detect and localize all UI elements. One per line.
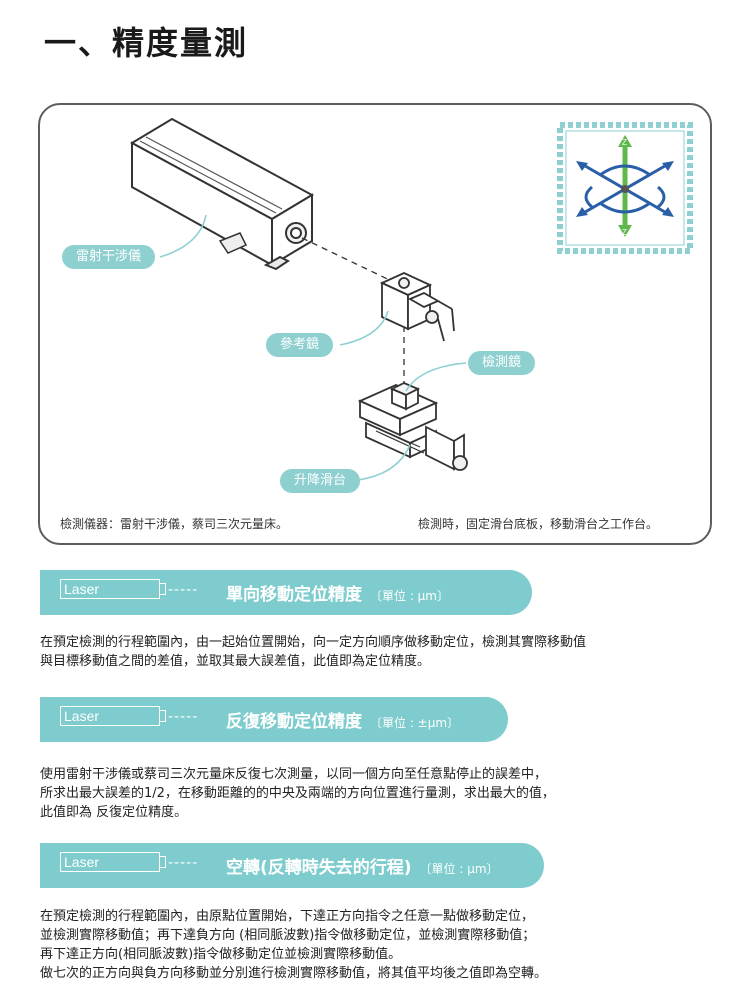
section-title: 空轉(反轉時失去的行程) 〔單位 : μm〕 (226, 853, 499, 878)
svg-text:Z: Z (622, 138, 627, 147)
section-paragraph-1: 在預定檢測的行程範圍內，由一起始位置開始，向一定方向順序做移動定位，檢測其實際移… (40, 633, 720, 671)
paragraph-line: 在預定檢測的行程範圍內，由原點位置開始，下達正方向指令之任意一點做移動定位， (40, 909, 535, 924)
page-title: 一、精度量測 (44, 24, 249, 62)
paragraph-line: 在預定檢測的行程範圍內，由一起始位置開始，向一定方向順序做移動定位，檢測其實際移… (40, 635, 587, 650)
lift-slide-drawing (357, 382, 468, 471)
setup-illustration: Z Z (129, 117, 693, 482)
procedure-note: 檢測時，固定滑台底板，移動滑台之工作台。 (418, 517, 659, 531)
laser-tab-shape (160, 583, 166, 595)
section-title-text: 空轉(反轉時失去的行程) (226, 858, 412, 878)
section-title: 反復移動定位精度〔單位 : ±μm〕 (226, 707, 459, 732)
section-unit: 〔單位 : μm〕 (419, 862, 499, 876)
beam-dashes: ----- (168, 709, 199, 725)
section-title-text: 單向移動定位精度 (226, 585, 362, 605)
section-unit: 〔單位 : ±μm〕 (370, 716, 460, 730)
instrument-note: 檢測儀器：雷射干涉儀，蔡司三次元量床。 (60, 517, 289, 531)
reference-mirror-drawing (379, 272, 455, 342)
beam-dashes: ----- (168, 582, 199, 598)
section-paragraph-3: 在預定檢測的行程範圍內，由原點位置開始，下達正方向指令之任意一點做移動定位， 並… (40, 907, 720, 983)
paragraph-line: 所求出最大誤差的1/2，在移動距離的的中央及兩端的方向位置進行量測，求出最大的值… (40, 786, 555, 801)
section-banner-3: Laser ----- 空轉(反轉時失去的行程) 〔單位 : μm〕 (40, 843, 544, 888)
reference-mirror-label: 參考鏡 (266, 333, 334, 357)
lift-slide-label: 升降滑台 (280, 469, 361, 493)
measurement-setup-figure: Z Z 雷射干涉儀 參考鏡 檢測鏡 升降滑台 檢測儀器：雷射干涉儀，蔡司三次元量… (38, 103, 712, 545)
laser-icon (60, 579, 160, 599)
measure-mirror-leader-line (405, 362, 467, 392)
paragraph-line: 此值即為 反復定位精度。 (40, 805, 188, 820)
section-title-text: 反復移動定位精度 (226, 712, 362, 732)
paragraph-line: 做七次的正方向與負方向移動並分別進行檢測實際移動值，將其值平均後之值即為空轉。 (40, 966, 548, 981)
interferometer-leader-line (159, 214, 207, 258)
section-title: 單向移動定位精度〔單位 : μm〕 (226, 580, 449, 605)
laser-label: Laser (64, 708, 100, 724)
laser-icon (60, 706, 160, 726)
section-paragraph-2: 使用雷射干涉儀或蔡司三次元量床反復七次測量，以同一個方向至任意點停止的誤差中， … (40, 765, 720, 822)
laser-icon (60, 852, 160, 872)
reference-mirror-leader-line (339, 310, 389, 346)
axis-motion-icon: Z Z (557, 122, 693, 254)
laser-interferometer-drawing (129, 117, 315, 271)
interferometer-label: 雷射干涉儀 (62, 245, 156, 269)
svg-text:Z: Z (622, 228, 627, 237)
paragraph-line: 再下達正方向(相同脈波數)指令做移動定位並檢測實際移動值。 (40, 947, 402, 962)
laser-tab-shape (160, 710, 166, 722)
section-banner-1: Laser ----- 單向移動定位精度〔單位 : μm〕 (40, 570, 532, 615)
beam-dashes: ----- (168, 855, 199, 871)
section-unit: 〔單位 : μm〕 (370, 589, 449, 603)
paragraph-line: 並檢測實際移動值；再下達負方向 (相同脈波數)指令做移動定位，並檢測實際移動值； (40, 928, 536, 943)
laser-label: Laser (64, 854, 100, 870)
paragraph-line: 與目標移動值之間的差值，並取其最大誤差值，此值即為定位精度。 (40, 654, 431, 669)
measure-mirror-label: 檢測鏡 (468, 351, 536, 375)
section-banner-2: Laser ----- 反復移動定位精度〔單位 : ±μm〕 (40, 697, 508, 742)
laser-tab-shape (160, 856, 166, 868)
paragraph-line: 使用雷射干涉儀或蔡司三次元量床反復七次測量，以同一個方向至任意點停止的誤差中， (40, 767, 548, 782)
laser-label: Laser (64, 581, 100, 597)
